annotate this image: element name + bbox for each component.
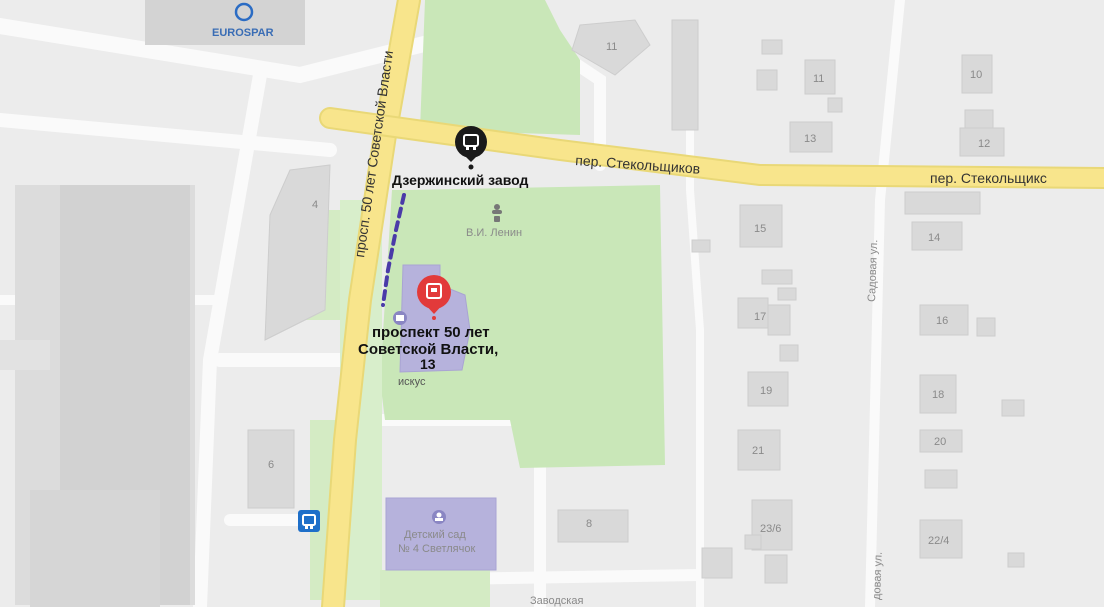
- building-22-4: [919, 519, 963, 559]
- building-number: 11: [813, 73, 824, 85]
- building-number: 8: [586, 518, 592, 530]
- monument-icon: [492, 204, 502, 222]
- building-number: 10: [970, 69, 982, 81]
- poi-kindergarten-label-line2: № 4 Светлячок: [398, 543, 475, 555]
- street-label-lane-right: пер. Стекольщикс: [930, 170, 1047, 186]
- building-number: 22/4: [928, 535, 949, 547]
- bus-stop-pin-icon[interactable]: [455, 126, 487, 170]
- building-19: [747, 371, 789, 407]
- bus-stop-sign-icon[interactable]: [298, 510, 320, 532]
- poi-kindergarten-label-line1: Детский сад: [404, 529, 466, 541]
- building-12: [959, 127, 1005, 157]
- building-10: [961, 54, 993, 94]
- kindergarten-building: [385, 497, 497, 571]
- building-13: [789, 121, 833, 153]
- building-number: 11: [606, 41, 617, 53]
- destination-label-line2: Советской Власти,: [358, 341, 498, 358]
- street-label-sadovaya: Садовая ул.: [866, 239, 880, 302]
- building-number: 6: [268, 459, 274, 471]
- poi-kindergarten[interactable]: Детский сад № 4 Светлячок: [398, 510, 475, 555]
- building-numbers: 11 11 10 13 12 4 15 14 17 16 19 18 21 20…: [268, 41, 990, 547]
- major-roads: [319, 0, 1104, 607]
- destination-label-line1: проспект 50 лет: [372, 324, 490, 341]
- building-21: [737, 429, 781, 471]
- walking-route: [381, 193, 406, 307]
- building-8: [557, 509, 629, 543]
- destination-pin-icon[interactable]: [417, 275, 451, 320]
- building-number: 12: [978, 138, 990, 150]
- kindergarten-icon: [432, 510, 446, 524]
- building-number: 17: [754, 311, 766, 323]
- building-number: 13: [804, 133, 816, 145]
- building-number: 15: [754, 223, 766, 235]
- building-number: 14: [928, 232, 940, 244]
- building-number: 16: [936, 315, 948, 327]
- industrial-blocks: [0, 0, 305, 607]
- poi-museum[interactable]: искус: [393, 311, 426, 388]
- building-number: 19: [760, 385, 772, 397]
- destination-label-line3: 13: [420, 356, 436, 372]
- building-15: [739, 204, 783, 248]
- buildings: [247, 19, 1025, 584]
- building-number: 21: [752, 445, 764, 457]
- building-number: 18: [932, 389, 944, 401]
- building-number: 23/6: [760, 523, 781, 535]
- building-20: [919, 429, 963, 453]
- building-6: [247, 429, 295, 509]
- building-18: [919, 374, 957, 414]
- building-4: [264, 164, 331, 341]
- building-number: 4: [312, 199, 318, 211]
- street-label-sadovaya-bottom: довая ул.: [871, 552, 885, 601]
- eurospar-logo-icon: [234, 2, 254, 22]
- building-14: [911, 221, 963, 251]
- poi-lenin-label: В.И. Ленин: [466, 227, 522, 239]
- street-label-bottom: Заводская: [530, 595, 583, 607]
- museum-icon: [393, 311, 407, 325]
- poi-museum-label: искус: [398, 376, 426, 388]
- destination-label: проспект 50 лет Советской Власти, 13: [358, 324, 498, 372]
- stop-name-label: Дзержинский завод: [392, 172, 528, 188]
- poi-eurospar-label: EUROSPAR: [212, 27, 274, 39]
- poi-lenin[interactable]: В.И. Ленин: [466, 204, 522, 239]
- building-11: [804, 59, 836, 95]
- building-number: 20: [934, 436, 946, 448]
- poi-eurospar[interactable]: EUROSPAR: [212, 2, 274, 39]
- building-17: [737, 297, 769, 329]
- building-11-top: [571, 19, 651, 76]
- building-16: [919, 304, 969, 336]
- building-strip: [671, 19, 699, 131]
